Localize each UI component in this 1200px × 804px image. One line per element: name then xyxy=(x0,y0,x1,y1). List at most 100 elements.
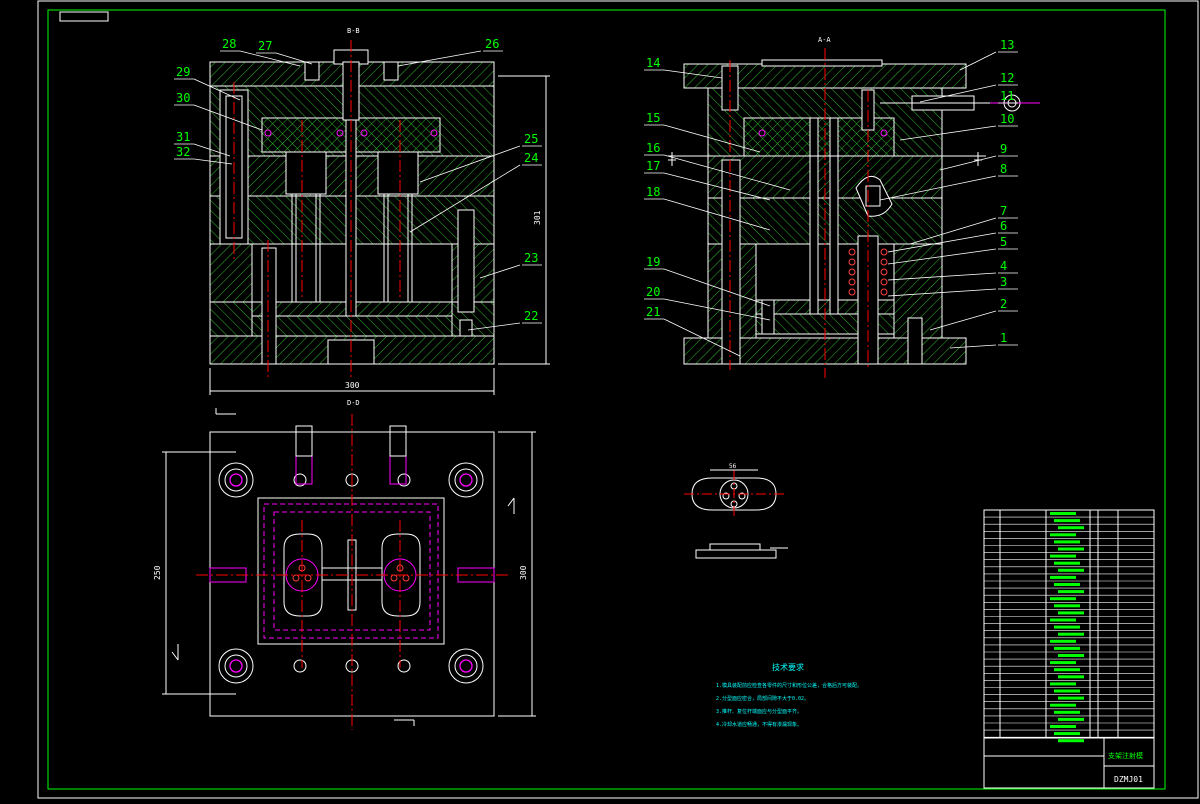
leader-line xyxy=(899,125,997,141)
leader-line xyxy=(663,124,761,153)
parts-list-text-stroke xyxy=(1054,668,1080,672)
leader-line xyxy=(887,272,997,281)
view-dd-title: D-D xyxy=(347,399,360,407)
part-balloon-16: 16 xyxy=(646,141,660,155)
inner-frame xyxy=(47,9,1166,790)
parts-list-text-stroke xyxy=(1050,703,1076,707)
parts-list-text-stroke xyxy=(1050,618,1076,622)
part-balloon-1: 1 xyxy=(1000,331,1007,345)
leader-line xyxy=(879,175,997,201)
parts-list-text-stroke xyxy=(1058,611,1084,615)
parts-list-text-stroke xyxy=(1058,590,1084,594)
parts-list-text-stroke xyxy=(1058,717,1084,721)
part-balloon-8: 8 xyxy=(1000,162,1007,176)
part-balloon-25: 25 xyxy=(524,132,538,146)
parts-list-text-stroke xyxy=(1054,710,1080,714)
drawing-number: DZMJ01 xyxy=(1114,775,1143,784)
tech-req-line-4: 4.冷却水道应畅通，不得有渗漏现象。 xyxy=(716,721,802,728)
leader-line xyxy=(887,288,997,297)
parts-list-text-stroke xyxy=(1054,646,1080,650)
parts-list-text-stroke xyxy=(1054,689,1080,693)
part-balloon-31: 31 xyxy=(176,130,190,144)
leader-line xyxy=(663,154,791,191)
leader-line xyxy=(663,172,771,201)
parts-list-text-stroke xyxy=(1058,526,1084,530)
parts-list-text-stroke xyxy=(1050,533,1076,537)
leader-line xyxy=(929,310,997,331)
part-balloon-7: 7 xyxy=(1000,204,1007,218)
parts-list-text-stroke xyxy=(1050,682,1076,686)
part-balloon-32: 32 xyxy=(176,145,190,159)
view-bb-title: B-B xyxy=(347,27,360,35)
part-balloon-30: 30 xyxy=(176,91,190,105)
part-balloon-23: 23 xyxy=(524,251,538,265)
part-balloon-19: 19 xyxy=(646,255,660,269)
leader-line xyxy=(909,217,997,245)
parts-list-text-stroke xyxy=(1058,547,1084,551)
parts-list-text-stroke xyxy=(1054,540,1080,544)
parts-list-text-stroke xyxy=(1058,675,1084,679)
parts-list-text-stroke xyxy=(1054,519,1080,523)
leader-line xyxy=(479,264,521,279)
part-balloon-9: 9 xyxy=(1000,142,1007,156)
tech-req-line-3: 3.推杆、复位杆端面应与分型面平齐。 xyxy=(716,708,802,715)
parts-list-text-stroke xyxy=(1054,604,1080,608)
parts-list-text-stroke xyxy=(1058,654,1084,657)
part-balloon-3: 3 xyxy=(1000,275,1007,289)
part-balloon-22: 22 xyxy=(524,309,538,323)
part-balloon-14: 14 xyxy=(646,56,660,70)
part-balloon-17: 17 xyxy=(646,159,660,173)
parts-list-text-stroke xyxy=(1050,725,1076,728)
drawing-code-box xyxy=(59,11,109,22)
title-block: 支架注射模 DZMJ01 xyxy=(983,509,1155,789)
leader-line xyxy=(193,158,233,165)
leader-line xyxy=(949,344,997,349)
leader-line xyxy=(193,104,263,131)
leader-line xyxy=(663,198,771,231)
part-balloon-24: 24 xyxy=(524,151,538,165)
part-balloon-13: 13 xyxy=(1000,38,1014,52)
part-balloon-6: 6 xyxy=(1000,219,1007,233)
part-balloon-2: 2 xyxy=(1000,297,1007,311)
tech-req-line-1: 1.模具装配前应检查各零件的尺寸和形位公差，合格后方可装配。 xyxy=(716,682,862,689)
leader-line xyxy=(239,50,301,67)
leader-line xyxy=(663,69,723,79)
part-balloon-27: 27 xyxy=(258,39,272,53)
outer-frame xyxy=(37,0,1199,799)
leader-line xyxy=(919,84,997,103)
leader-line xyxy=(959,51,997,71)
parts-list-text-stroke xyxy=(1058,696,1084,700)
parts-list-text-stroke xyxy=(1050,661,1076,665)
parts-list-text-stroke xyxy=(1058,568,1084,572)
view-bb: B-B xyxy=(209,27,550,395)
part-balloon-29: 29 xyxy=(176,65,190,79)
dim-part-width: 56 xyxy=(729,463,737,470)
part-detail: 56 xyxy=(684,463,788,559)
view-aa-title: A-A xyxy=(818,36,831,44)
parts-list-text-stroke xyxy=(1058,739,1084,743)
parts-list-text-stroke xyxy=(1050,512,1076,515)
dim-bb-width: 300 xyxy=(345,381,360,390)
parts-list-text-stroke xyxy=(1050,575,1076,579)
dim-bb-height: 301 xyxy=(533,210,542,225)
parts-list-text-stroke xyxy=(1050,597,1076,601)
leader-line xyxy=(663,318,741,357)
parts-list-text-stroke xyxy=(1058,632,1084,636)
dim-dd-height-right: 300 xyxy=(519,565,528,580)
view-aa: A-A xyxy=(668,36,1040,378)
dim-dd-height-left: 250 xyxy=(153,565,162,580)
part-balloon-21: 21 xyxy=(646,305,660,319)
leader-line xyxy=(663,298,771,321)
parts-list-text-stroke xyxy=(1054,583,1080,586)
leader-line xyxy=(467,322,521,331)
tech-requirements: 技术要求 1.模具装配前应检查各零件的尺寸和形位公差，合格后方可装配。 2.分型… xyxy=(716,662,862,728)
tech-req-line-2: 2.分型面应密合，局部间隙不大于0.02。 xyxy=(716,695,809,702)
part-balloon-5: 5 xyxy=(1000,235,1007,249)
leader-line xyxy=(887,248,997,265)
parts-list-text-stroke xyxy=(1054,625,1080,629)
part-balloon-28: 28 xyxy=(222,37,236,51)
leader-line xyxy=(275,52,313,65)
leader-line xyxy=(887,232,997,253)
